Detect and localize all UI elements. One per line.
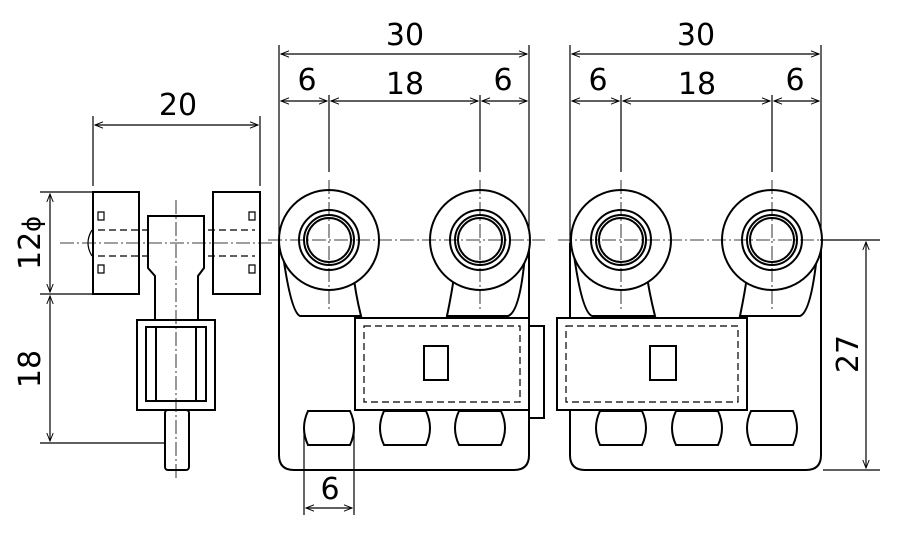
dim-right-overall: 30 bbox=[677, 18, 715, 53]
right-slot-2 bbox=[671, 410, 723, 446]
left-slot-2 bbox=[379, 410, 431, 446]
dim-slot-width: 6 bbox=[320, 472, 339, 507]
dim-right-height: 27 bbox=[831, 335, 866, 373]
right-slide-block bbox=[556, 317, 748, 411]
dim-left-overall: 30 bbox=[386, 18, 424, 53]
left-slot-3 bbox=[454, 410, 506, 446]
side-view: 20 12ϕ 18 bbox=[13, 88, 275, 480]
dim-right-pitch: 18 bbox=[678, 67, 716, 102]
right-slot-3 bbox=[746, 410, 798, 446]
dim-left-offset-2: 6 bbox=[493, 63, 512, 98]
front-view-left: 30 6 18 6 6 bbox=[268, 18, 545, 515]
right-slot-1 bbox=[595, 410, 647, 446]
dim-right-offset-2: 6 bbox=[785, 63, 804, 98]
front-view-right: 30 6 18 6 27 bbox=[556, 18, 880, 471]
left-slot-1 bbox=[303, 410, 355, 446]
side-stem bbox=[164, 409, 190, 471]
dim-left-offset-1: 6 bbox=[297, 63, 316, 98]
dim-diameter: 12ϕ bbox=[13, 216, 48, 270]
dim-left-pitch: 18 bbox=[386, 67, 424, 102]
dim-side-width: 20 bbox=[159, 88, 197, 123]
left-slide-block bbox=[354, 317, 530, 411]
dim-right-offset-1: 6 bbox=[588, 63, 607, 98]
dim-side-height: 18 bbox=[13, 350, 48, 388]
